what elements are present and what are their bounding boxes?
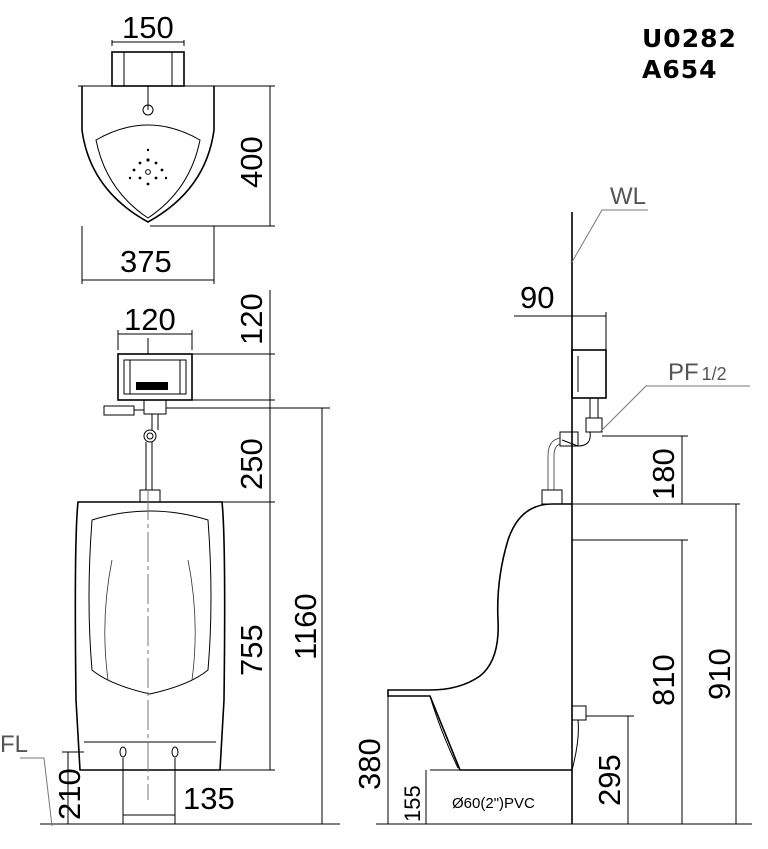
front-view: 120 120 250 755 1160 210 135 — [0, 290, 340, 827]
urinal-front-inner — [88, 510, 212, 695]
side-valve-box — [571, 349, 607, 399]
dim-valve-width: 120 — [124, 302, 176, 337]
dim-rim-height: 910 — [702, 648, 737, 700]
model-number-line1: U0282 — [642, 24, 737, 53]
model-number-line2: A654 — [642, 55, 718, 84]
water-level-label: WL — [610, 183, 646, 210]
dim-inlet-drop: 180 — [646, 448, 681, 500]
dim-valve-height: 120 — [234, 293, 269, 345]
dim-top-height: 400 — [234, 136, 269, 188]
dim-drain-height: 155 — [400, 785, 425, 822]
fixing-hole-left — [119, 746, 127, 758]
flush-valve-box — [117, 353, 193, 401]
dim-top-width: 150 — [122, 10, 174, 45]
dim-total-height: 1160 — [288, 593, 323, 660]
urinal-front-outline — [74, 501, 226, 771]
top-bowl-inner — [95, 124, 201, 219]
dim-wall-offset: 90 — [520, 280, 554, 315]
pf-label-sub: 1/2 — [702, 364, 727, 384]
dim-outlet-height: 295 — [592, 754, 627, 806]
sensor-window — [136, 382, 168, 390]
dim-spud-height: 810 — [646, 654, 681, 706]
dim-pipe-length: 250 — [234, 438, 269, 490]
dim-floor-height: 210 — [52, 768, 87, 820]
pipe-label: Ø60(2")PVC — [452, 795, 535, 812]
dim-urinal-height: 755 — [234, 624, 269, 676]
pf-label-text: PF — [668, 359, 699, 386]
floor-level-label: FL — [0, 731, 28, 758]
spray-holes — [128, 148, 168, 186]
top-valve-box — [111, 51, 185, 87]
top-view: 150 400 375 — [78, 10, 275, 284]
urinal-side-outline — [387, 503, 572, 771]
model-number: U0282 A654 — [642, 24, 737, 84]
dim-hole-spacing: 135 — [183, 781, 235, 816]
dim-lip-height: 380 — [352, 738, 387, 790]
top-bowl-outline — [81, 86, 215, 223]
dim-top-base-width: 375 — [120, 244, 172, 279]
fixing-hole-right — [171, 746, 179, 758]
